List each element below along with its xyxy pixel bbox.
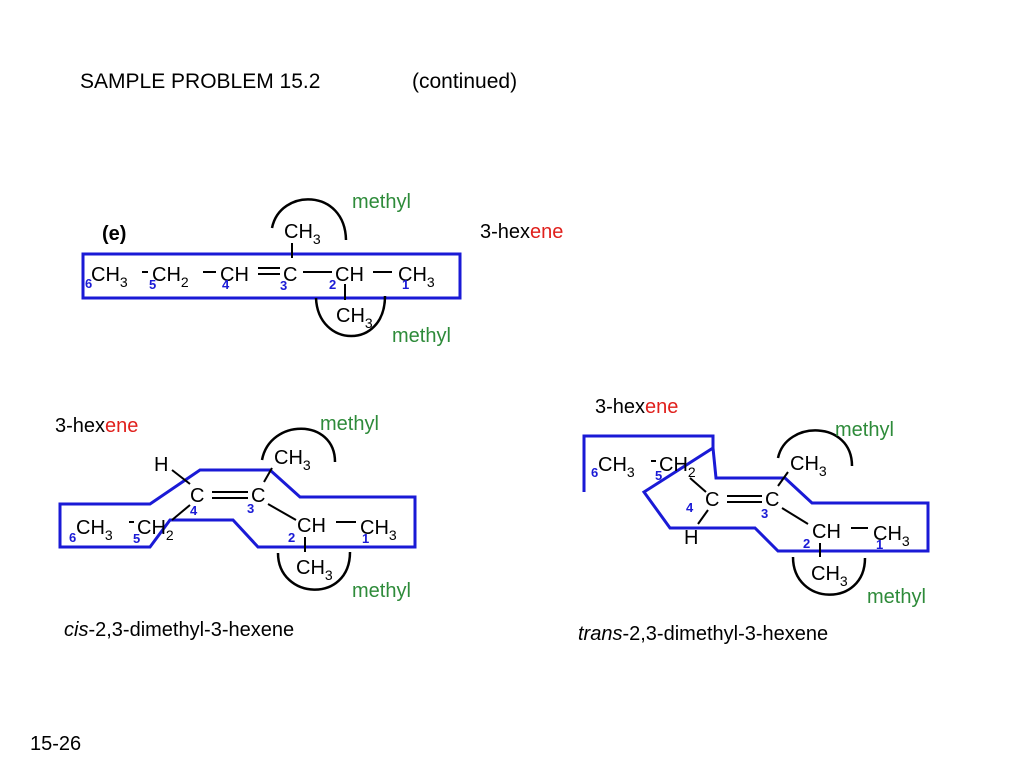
cis-methyl-bottom: methyl <box>352 580 411 602</box>
part-e-num-1: 1 <box>402 277 409 292</box>
part-e-c5: CH2 <box>152 264 189 290</box>
methyl-top-arc <box>270 198 348 241</box>
trans-structure: 3-hexene CH3 CH2 C C H CH3 methyl CH CH3… <box>578 396 930 645</box>
cis-bottom-ch3: CH3 <box>296 557 333 583</box>
cis-bond-c3-c2 <box>267 503 297 521</box>
trans-c3: C <box>765 489 779 511</box>
trans-num-5: 5 <box>655 468 662 483</box>
trans-bond-h <box>697 509 709 525</box>
cis-top-ch3: CH3 <box>274 447 311 473</box>
part-e-num-5: 5 <box>149 277 156 292</box>
cis-num-3: 3 <box>247 501 254 516</box>
part-e-num-3: 3 <box>280 278 287 293</box>
trans-c5: CH2 <box>659 454 696 480</box>
trans-top-ch3: CH3 <box>790 453 827 479</box>
part-e-main-chain-box <box>81 252 462 300</box>
trans-num-2: 2 <box>803 536 810 551</box>
part-e-methyl-top: methyl <box>352 191 411 213</box>
cis-bond-c4-c5 <box>171 504 191 521</box>
cis-c5: CH2 <box>137 517 174 543</box>
trans-bond-c3-c2 <box>781 507 809 525</box>
trans-methyl-top-arc <box>776 429 854 467</box>
cis-c6: CH3 <box>76 517 113 543</box>
trans-methyl-top: methyl <box>835 419 894 441</box>
trans-num-6: 6 <box>591 465 598 480</box>
trans-h: H <box>684 527 698 549</box>
trans-num-3: 3 <box>761 506 768 521</box>
cis-methyl-top: methyl <box>320 413 379 435</box>
cis-structure: 3-hexene H C C CH3 CH2 CH3 methyl CH CH3… <box>55 413 417 641</box>
cis-c1: CH3 <box>360 517 397 543</box>
slide-title: SAMPLE PROBLEM 15.2 <box>80 70 320 93</box>
trans-c1: CH3 <box>873 523 910 549</box>
cis-c3: C <box>251 485 265 507</box>
part-e-c6: CH3 <box>91 264 128 290</box>
cis-h: H <box>154 454 168 476</box>
trans-name: trans-2,3-dimethyl-3-hexene <box>578 623 828 645</box>
cis-methyl-bottom-arc <box>276 551 352 591</box>
part-e-c3: C <box>283 264 297 286</box>
cis-bond-c3-methyl <box>263 467 273 483</box>
part-e-structure: (e) CH3 CH2 CH C CH CH3 6 5 4 3 2 1 CH3 … <box>81 191 563 347</box>
part-e-methyl-bottom: methyl <box>392 325 451 347</box>
part-e-label: (e) <box>102 223 126 245</box>
part-e-c4: CH <box>220 264 249 286</box>
trans-c6: CH3 <box>598 454 635 480</box>
cis-bond-h <box>171 469 191 485</box>
part-e-bottom-ch3: CH3 <box>336 305 373 331</box>
cis-num-4: 4 <box>190 503 198 518</box>
trans-num-1: 1 <box>876 537 883 552</box>
part-e-num-4: 4 <box>222 277 230 292</box>
trans-bond-c5-c4 <box>689 477 707 493</box>
cis-parent-name: 3-hexene <box>55 415 138 437</box>
trans-methyl-bottom: methyl <box>867 586 926 608</box>
cis-num-5: 5 <box>133 531 140 546</box>
trans-methyl-bottom-arc <box>791 556 867 596</box>
cis-methyl-top-arc <box>260 427 337 463</box>
trans-c4: C <box>705 489 719 511</box>
trans-c2: CH <box>812 521 841 543</box>
trans-bond-c3-methyl <box>777 471 789 487</box>
methyl-bottom-arc <box>314 295 387 338</box>
part-e-parent-name: 3-hexene <box>480 221 563 243</box>
cis-c2: CH <box>297 515 326 537</box>
slide-subtitle: (continued) <box>412 70 517 93</box>
trans-main-chain-outline <box>582 434 930 553</box>
cis-main-chain-outline <box>58 468 417 549</box>
cis-num-2: 2 <box>288 530 295 545</box>
trans-bottom-ch3: CH3 <box>811 563 848 589</box>
cis-num-6: 6 <box>69 530 76 545</box>
cis-num-1: 1 <box>362 531 369 546</box>
part-e-c2: CH <box>335 264 364 286</box>
part-e-top-ch3: CH3 <box>284 221 321 247</box>
trans-num-4: 4 <box>686 500 694 515</box>
part-e-num-6: 6 <box>85 276 92 291</box>
cis-c4: C <box>190 485 204 507</box>
page-number: 15-26 <box>30 733 81 755</box>
part-e-c1: CH3 <box>398 264 435 290</box>
part-e-num-2: 2 <box>329 277 336 292</box>
cis-name: cis-2,3-dimethyl-3-hexene <box>64 619 294 641</box>
trans-parent-name: 3-hexene <box>595 396 678 418</box>
